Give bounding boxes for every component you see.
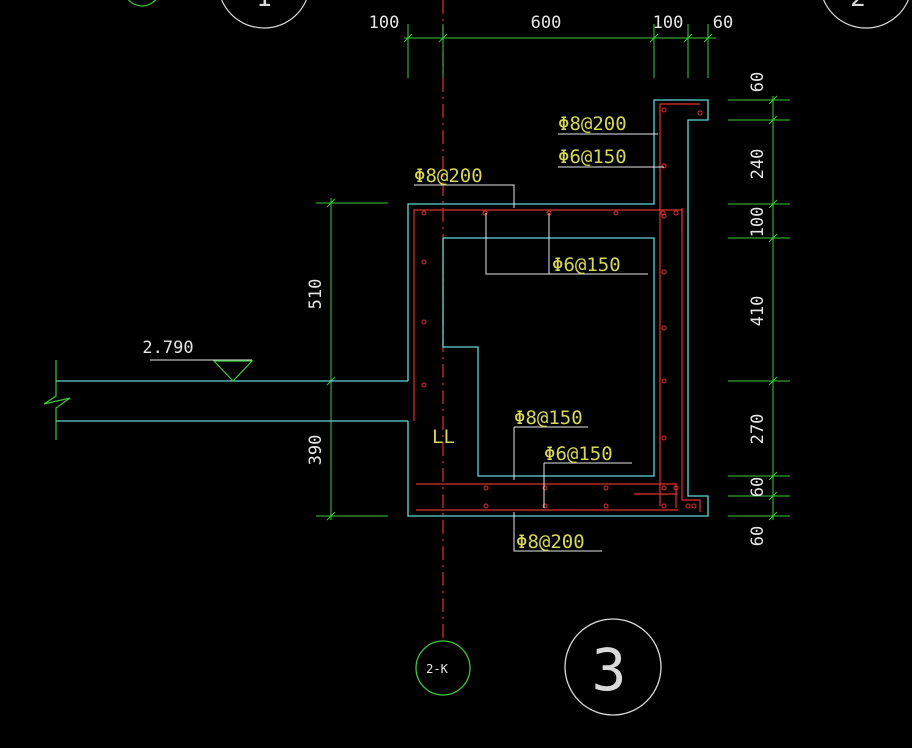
top-right-axis-label: 2 [850,0,866,13]
top-dim-100-right: 100 [653,13,684,33]
left-dim-390: 390 [306,435,326,466]
rebar-label-bottom-slab: Φ8@200 [516,531,585,553]
concrete-outline [407,99,709,517]
top-green-partial-circle [127,0,157,7]
right-dim-60-mid: 60 [748,477,768,497]
rebar-label-inner-bottom-1: Φ8@150 [514,407,583,429]
top-right-axis-marker: 2 [823,0,909,29]
rebar-label-inner-bottom-2: Φ6@150 [544,443,613,465]
slab-section [56,380,408,422]
top-left-axis-label: 1 [256,0,272,13]
rebar-label-inner-top: Φ6@150 [552,254,621,276]
rebar-lines [413,103,701,512]
top-left-axis-marker: 1 [221,0,307,29]
right-dim-100: 100 [748,207,768,238]
elevation-value: 2.790 [142,338,193,358]
right-dim-60-top: 60 [748,72,768,92]
top-dim-100-left: 100 [369,13,400,33]
top-dim-60: 60 [713,13,733,33]
right-dim-270: 270 [748,414,768,445]
elevation-marker: 2.790 [142,338,254,382]
right-dim-410: 410 [748,296,768,327]
grid-axis-bubble: 2-K [415,640,471,696]
right-dimension-labels: 60 240 100 410 270 60 60 [748,72,768,546]
member-label: LL [432,426,455,448]
leader-lines [414,133,664,552]
left-dim-510: 510 [306,279,326,310]
detail-number: 3 [592,636,627,704]
right-dim-60-bottom: 60 [748,526,768,546]
top-dimension-chain [403,24,716,78]
rebar-labels: Φ8@200 Φ6@150 Φ8@200 Φ6@150 Φ8@150 Φ6@15… [414,113,627,553]
top-dim-600: 600 [531,13,562,33]
right-dim-240: 240 [748,149,768,180]
rebar-label-top-slab: Φ8@200 [414,165,483,187]
break-line [43,360,71,440]
grid-axis-label: 2-K [426,662,448,676]
rebar-label-upturn-inner: Φ6@150 [558,146,627,168]
right-dimension-chain [728,95,790,521]
rebar-label-upturn-outer: Φ8@200 [558,113,627,135]
detail-number-marker: 3 [564,618,662,716]
